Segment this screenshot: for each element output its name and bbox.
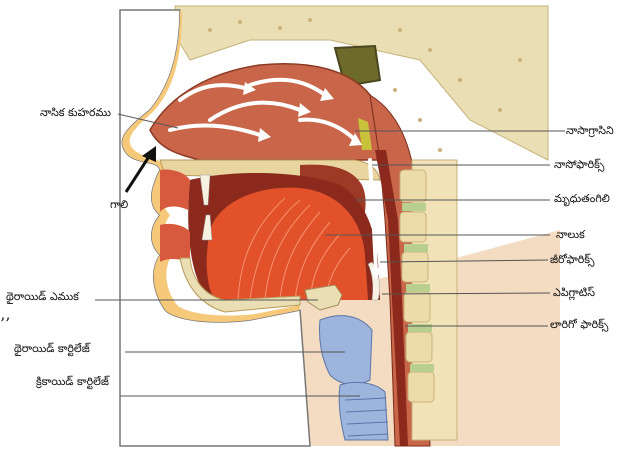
- label-thyroid-cartilage: థైరాయిడ్ కార్టిలేజ్: [14, 342, 90, 355]
- label-tongue: నాలుక: [556, 228, 585, 241]
- label-laryngopharynx: లారిగో ఫారిక్స్: [550, 318, 608, 331]
- label-air: గాలి: [110, 198, 128, 211]
- stray-quote-mark: ’’: [0, 314, 10, 333]
- label-thyroid-bone: థైరాయిడ్ ఎముక: [6, 290, 79, 303]
- label-nasal-cavity: నాసిక కుహరము: [40, 106, 111, 119]
- lower-lip: [160, 224, 190, 262]
- label-epiglottis: ఎపిగ్లాటిస్: [553, 286, 595, 299]
- label-soft-palate: మృధుతంగిలి: [554, 192, 610, 205]
- cervical-spine: [400, 160, 457, 440]
- label-cricoid-cartilage: క్రికాయిడ్ కార్టిలేజ్: [36, 375, 109, 388]
- label-nasopharynx-opening: నాసాగ్రాసిని: [566, 124, 614, 137]
- label-nasopharynx: నాసోఫారిక్స్: [554, 158, 604, 171]
- label-oropharynx: జీరోఫారిక్స్: [550, 253, 595, 266]
- upper-lip: [160, 169, 190, 212]
